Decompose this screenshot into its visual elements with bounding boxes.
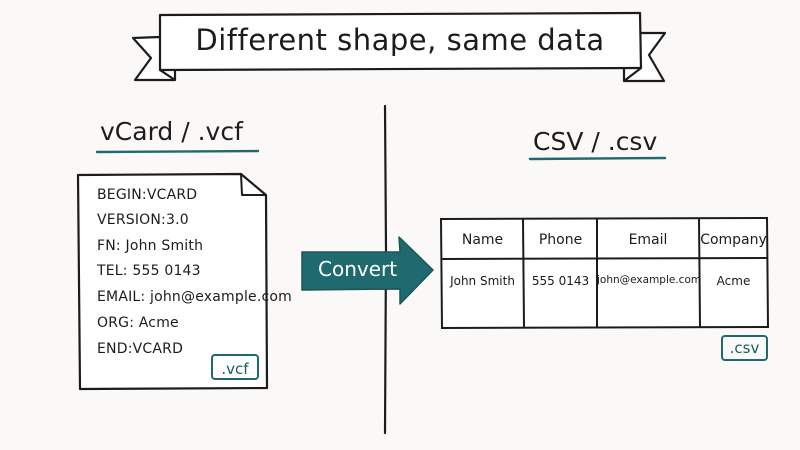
table-header-email: Email — [628, 232, 668, 248]
left-heading-underline — [95, 149, 260, 154]
csv-table — [439, 216, 770, 330]
convert-label: Convert — [318, 257, 398, 281]
center-divider — [383, 104, 388, 435]
vcard-line-begin: BEGIN:VCARD — [97, 187, 198, 203]
table-cell-email: john@example.com — [597, 274, 702, 286]
table-header-rule — [441, 257, 768, 260]
table-cell-name: John Smith — [450, 274, 515, 288]
vcf-badge: .vcf — [211, 354, 259, 380]
csv-heading: CSV / .csv — [533, 127, 658, 156]
title-banner — [131, 11, 667, 83]
vcard-heading: vCard / .vcf — [100, 117, 243, 146]
vcard-document — [76, 172, 269, 391]
banner-fold-left — [159, 69, 176, 81]
vcard-line-end: END:VCARD — [97, 341, 184, 357]
table-header-name: Name — [461, 232, 504, 248]
convert-arrow — [301, 236, 434, 305]
right-heading-underline — [528, 156, 667, 161]
vcard-line-tel: TEL: 555 0143 — [97, 263, 201, 279]
table-cell-company: Acme — [716, 274, 751, 288]
vcard-line-fn: FN: John Smith — [97, 238, 204, 254]
csv-badge: .csv — [721, 335, 768, 361]
table-cell-phone: 555 0143 — [531, 274, 590, 288]
vcard-line-version: VERSION:3.0 — [97, 212, 189, 228]
vcard-line-org: ORG: Acme — [97, 315, 179, 331]
table-header-phone: Phone — [538, 232, 583, 248]
vcard-line-email: EMAIL: john@example.com — [97, 289, 293, 305]
table-header-company: Company — [700, 232, 767, 248]
table-col-rule-1 — [522, 218, 525, 328]
document-corner-fold — [240, 173, 266, 196]
banner-fold-right — [623, 67, 642, 82]
table-col-rule-3 — [698, 217, 701, 328]
page-title: Different shape, same data — [195, 23, 605, 57]
